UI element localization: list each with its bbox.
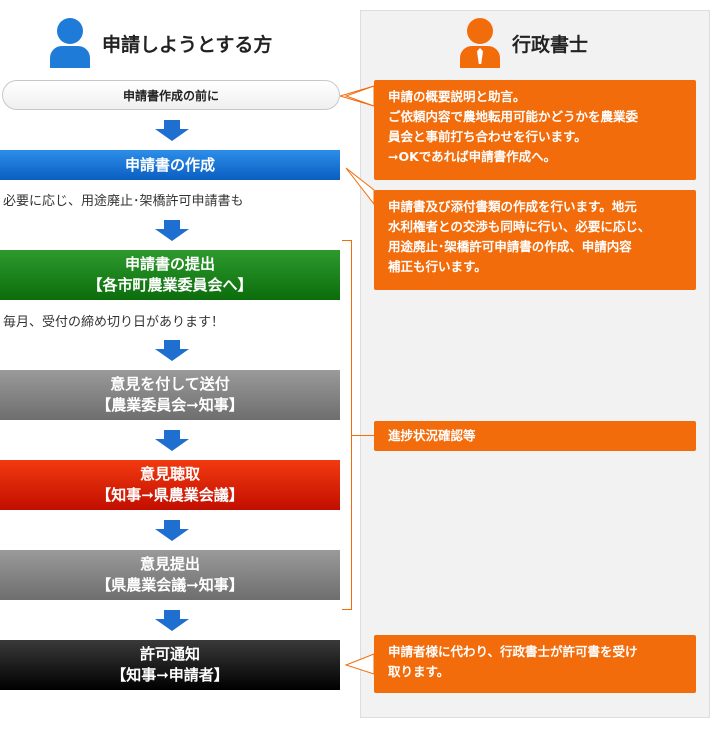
- callout-line: 進捗状況確認等: [388, 428, 476, 443]
- step-line: 申請書の作成: [124, 155, 215, 174]
- step-opinion-send: 意見を付して送付 【農業委員会➞知事】: [0, 370, 340, 420]
- pre-application-pill: 申請書作成の前に: [2, 80, 340, 110]
- step-line: 【各市町農業委員会へ】: [87, 276, 253, 294]
- progress-bracket: [342, 240, 352, 610]
- step-line: 【知事➞申請者】: [111, 666, 229, 684]
- callout-line: 補正も行います。: [388, 259, 487, 274]
- step-line: 申請書の提出: [124, 255, 215, 273]
- note-after-create: 必要に応じ、用途廃止･架橋許可申請書も: [3, 194, 244, 209]
- callout-line: 用途廃止･架橋許可申請書の作成、申請内容: [388, 239, 632, 254]
- callout-receive-permit: 申請者様に代わり、行政書士が許可書を受け 取ります。: [374, 635, 696, 693]
- callout-pre-application: 申請の概要説明と助言。 ご依頼内容で農地転用可能かどうかを農業委 員会と事前打ち…: [374, 80, 696, 180]
- step-line: 意見を付して送付: [110, 375, 230, 393]
- note-after-submit: 毎月、受付の締め切り日があります！: [3, 315, 225, 330]
- callout-progress-check: 進捗状況確認等: [374, 421, 696, 451]
- callout-line: 取ります。: [388, 664, 450, 679]
- callout-line: ➞OKであれば申請書作成へ。: [388, 149, 557, 164]
- businessman-icon: [460, 18, 500, 68]
- arrow-down-icon: [155, 520, 189, 542]
- step-opinion-submit: 意見提出 【県農業会議➞知事】: [0, 550, 340, 600]
- step-submit-application: 申請書の提出 【各市町農業委員会へ】: [0, 250, 340, 300]
- callout-create-application: 申請書及び添付書類の作成を行います。地元 水利権者との交渉も同時に行い、必要に応…: [374, 190, 696, 290]
- arrow-down-icon: [155, 220, 189, 242]
- step-line: 許可通知: [139, 645, 200, 663]
- step-permit-notice: 許可通知 【知事➞申請者】: [0, 640, 340, 690]
- arrow-down-icon: [155, 610, 189, 632]
- arrow-down-icon: [155, 120, 189, 142]
- callout-line: ご依頼内容で農地転用可能かどうかを農業委: [388, 109, 639, 124]
- callout-line: 申請の概要説明と助言。: [388, 89, 526, 104]
- callout-line: 員会と事前打ち合わせを行います。: [388, 129, 587, 144]
- scrivener-header: 行政書士: [512, 34, 589, 56]
- step-line: 【県農業会議➞知事】: [96, 576, 244, 594]
- step-line: 【知事➞県農業会議】: [96, 486, 244, 504]
- step-create-application: 申請書の作成: [0, 150, 340, 180]
- step-line: 【農業委員会➞知事】: [96, 396, 244, 414]
- applicant-header: 申請しようとする方: [102, 34, 273, 56]
- step-line: 意見聴取: [139, 465, 200, 483]
- callout-line: 申請者様に代わり、行政書士が許可書を受け: [388, 644, 638, 659]
- progress-connector: [352, 435, 374, 436]
- step-line: 意見提出: [139, 555, 200, 573]
- person-icon: [50, 18, 90, 68]
- callout-line: 申請書及び添付書類の作成を行います。地元: [388, 199, 637, 214]
- arrow-down-icon: [155, 430, 189, 452]
- step-opinion-hearing: 意見聴取 【知事➞県農業会議】: [0, 460, 340, 510]
- callout-line: 水利権者との交渉も同時に行い、必要に応じ、: [388, 219, 651, 234]
- arrow-down-icon: [155, 340, 189, 362]
